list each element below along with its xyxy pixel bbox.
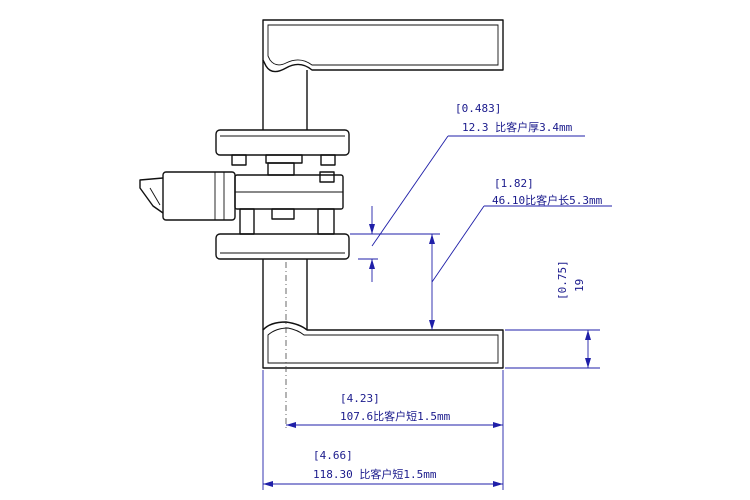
bottom-lever: [262, 259, 504, 430]
dim-lever-height-inch: [0.75]: [556, 260, 569, 300]
dim-rose-to-lever-lines: [350, 205, 612, 330]
dim-rose-thickness-lines: [358, 135, 585, 282]
dim-rose-to-lever-inch: [1.82]: [494, 177, 534, 190]
dim-lever-length-inch: [4.23]: [340, 392, 380, 405]
dim-overall-length-inch: [4.66]: [313, 449, 353, 462]
top-lever: [262, 19, 504, 130]
dim-rose-thickness-mm: 12.3 比客户厚3.4mm: [462, 120, 573, 134]
dim-overall-length-mm: 118.30 比客户短1.5mm: [313, 467, 437, 481]
dim-rose-to-lever-mm: 46.10比客户长5.3mm: [492, 193, 603, 207]
dim-rose-thickness-inch: [0.483]: [455, 102, 501, 115]
dim-lever-length-mm: 107.6比客户短1.5mm: [340, 409, 451, 423]
dim-overall-length-lines: [262, 370, 504, 490]
top-rose: [215, 129, 350, 166]
bottom-rose: [215, 233, 350, 260]
dim-lever-height-mm: 19: [573, 279, 586, 292]
dim-lever-height-lines: [505, 329, 600, 369]
spindle-mechanism: [234, 162, 344, 235]
dim-lever-length-lines: [286, 370, 504, 432]
latch: [139, 171, 236, 221]
